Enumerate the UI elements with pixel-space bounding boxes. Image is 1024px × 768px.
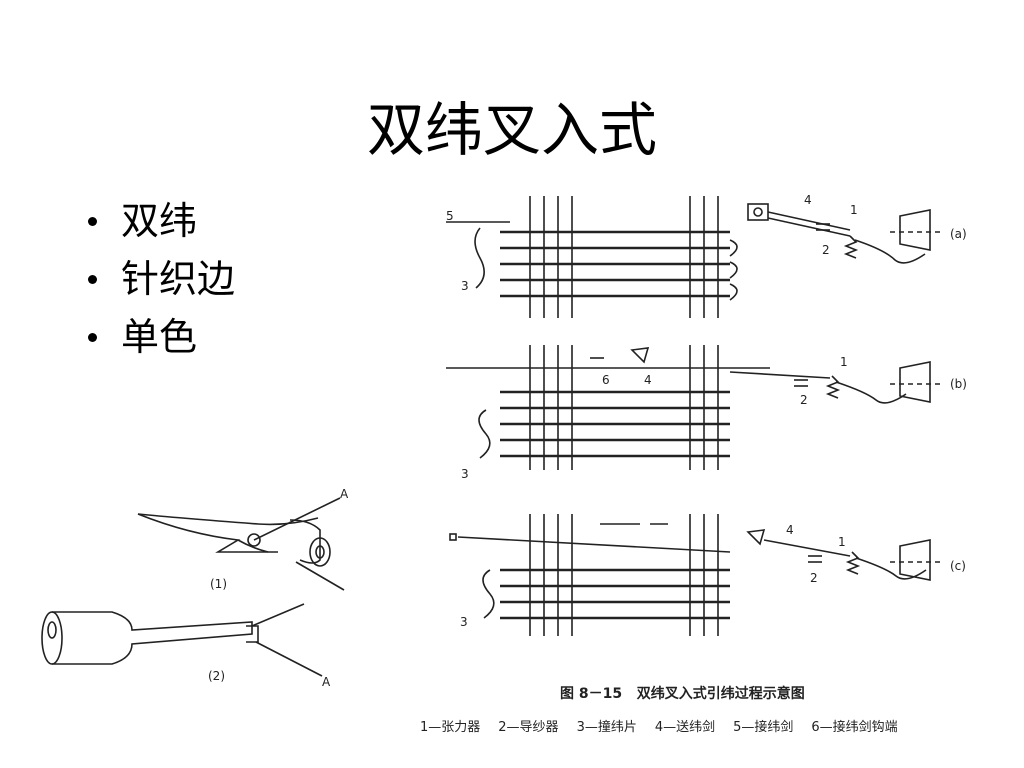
panel-c: 4 1 2 3 (c) (449, 514, 966, 636)
rapier-bottom (41, 603, 323, 677)
legend-item: 2—导纱器 (498, 720, 559, 735)
bullet-item: 单色 (88, 308, 235, 366)
pointer-a: A (322, 675, 331, 689)
callout-1: 1 (838, 535, 846, 549)
callout-4: 4 (804, 193, 812, 207)
slide-title: 双纬叉入式 (366, 96, 657, 164)
pointer-a: A (340, 487, 349, 501)
panel-label-a: (a) (950, 227, 967, 241)
callout-4: 4 (644, 373, 652, 387)
callout-3: 3 (461, 279, 469, 293)
callout-1: 1 (850, 203, 858, 217)
callout-2: 2 (810, 571, 818, 585)
figure-caption: 图 8－15 双纬叉入式引纬过程示意图 (560, 686, 805, 702)
callout-2: 2 (822, 243, 830, 257)
panel-label-c: (c) (950, 559, 966, 573)
rapier-label-1: (1) (210, 577, 227, 591)
bullet-dot-icon (88, 216, 97, 226)
rapier-top (137, 497, 345, 591)
bullet-list: 双纬 针织边 单色 (88, 192, 235, 366)
bullet-item: 双纬 (88, 192, 235, 250)
callout-2: 2 (800, 393, 808, 407)
bullet-dot-icon (88, 274, 97, 284)
callout-4: 4 (786, 523, 794, 537)
panel-a: 5 3 4 1 2 (a) (446, 193, 967, 318)
legend-item: 6—接纬剑钩端 (811, 720, 898, 735)
legend-item: 3—撞纬片 (576, 720, 637, 735)
bullet-dot-icon (88, 332, 97, 342)
callout-1: 1 (840, 355, 848, 369)
legend-item: 4—送纬剑 (654, 720, 716, 735)
callout-6: 6 (602, 373, 610, 387)
callout-3: 3 (461, 467, 469, 481)
panel-label-b: (b) (950, 377, 967, 391)
callout-5: 5 (446, 209, 454, 223)
rapier-label-2: (2) (208, 669, 225, 683)
panel-b: 6 4 1 2 3 (b) (446, 345, 967, 481)
bullet-item: 针织边 (88, 250, 235, 308)
legend-item: 1—张力器 (420, 720, 481, 735)
figure-legend: 1—张力器 2—导纱器 3—撞纬片 4—送纬剑 5—接纬剑 6—接纬剑钩端 (420, 716, 898, 735)
callout-3: 3 (460, 615, 468, 629)
legend-item: 5—接纬剑 (733, 720, 794, 735)
